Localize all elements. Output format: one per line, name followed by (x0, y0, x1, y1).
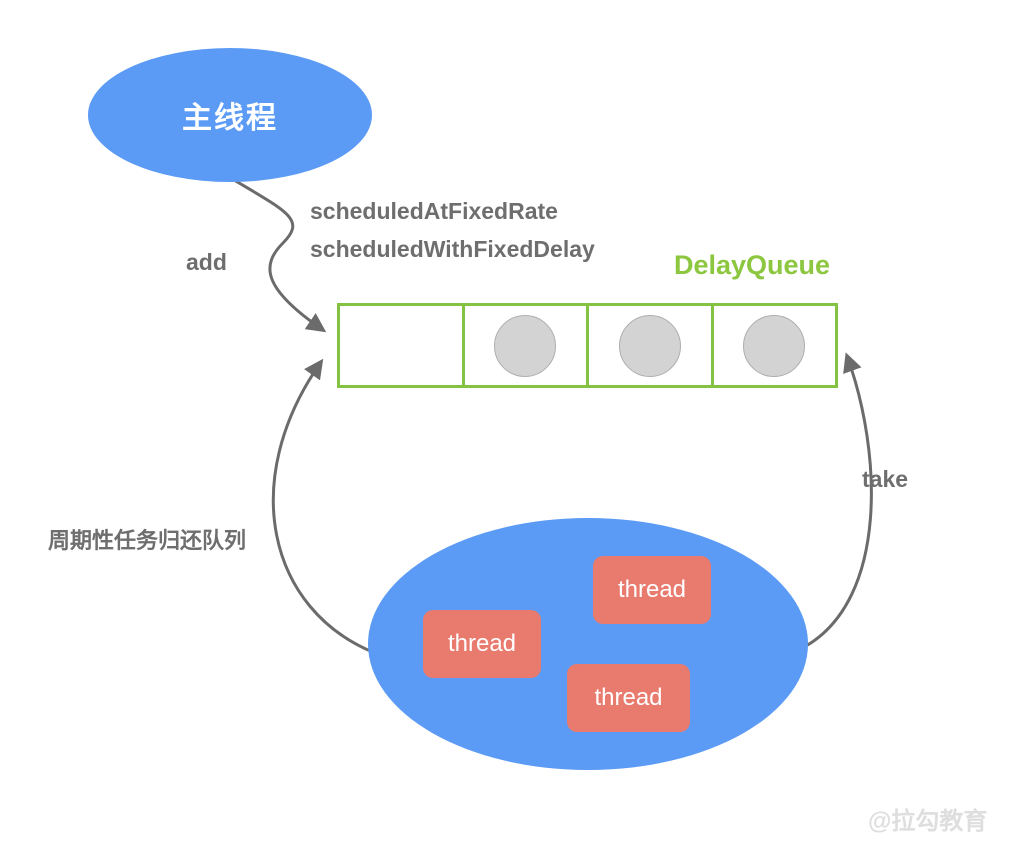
delay-queue-title: DelayQueue (674, 250, 831, 280)
queue-cell (465, 306, 589, 385)
task-circle-icon (743, 314, 806, 377)
main-thread-label: 主线程 (182, 102, 278, 135)
queue-cell (340, 306, 465, 385)
scheduled-at-fixed-rate-label: scheduledAtFixedRate (310, 198, 558, 224)
task-circle-icon (494, 314, 557, 377)
add-label: add (186, 249, 227, 275)
take-arrow (805, 352, 873, 648)
task-circle-icon (618, 314, 681, 377)
return-to-queue-arrow (271, 358, 376, 655)
thread-box: thread (423, 610, 541, 678)
return-to-queue-label: 周期性任务归还队列 (48, 528, 247, 553)
thread-label: thread (594, 684, 663, 711)
thread-box: thread (593, 556, 711, 624)
delay-queue (337, 303, 838, 388)
main-thread-node: 主线程 (88, 48, 372, 182)
queue-cell (714, 306, 836, 385)
thread-label: thread (447, 630, 517, 657)
thread-box: thread (567, 664, 690, 732)
watermark: @拉勾教育 (868, 808, 988, 835)
queue-cell (589, 306, 714, 385)
thread-label: thread (617, 576, 687, 603)
scheduled-with-fixed-delay-label: scheduledWithFixedDelay (310, 236, 595, 262)
take-label: take (862, 466, 909, 492)
